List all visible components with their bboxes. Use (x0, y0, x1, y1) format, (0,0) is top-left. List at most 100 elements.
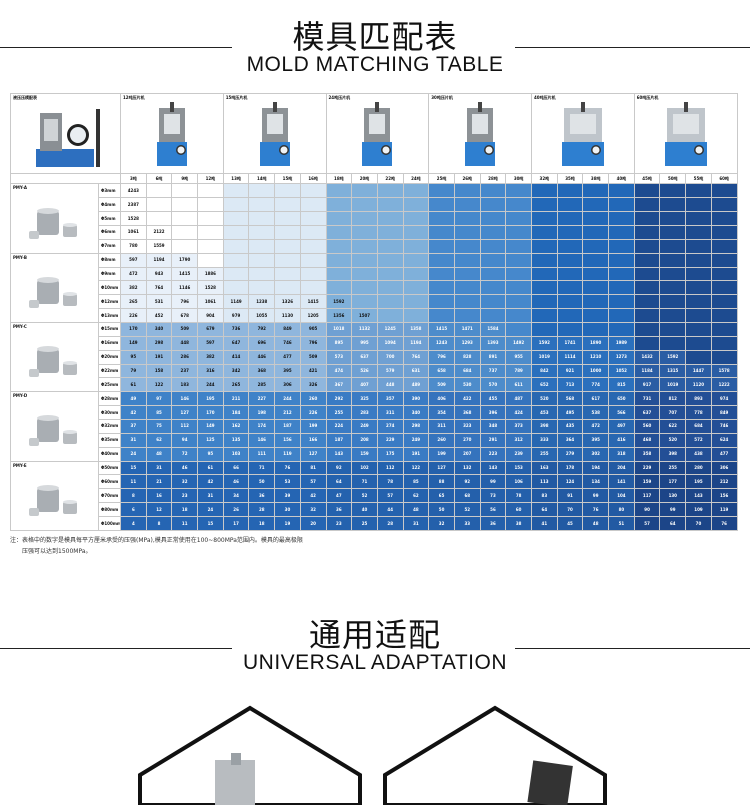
pressure-cell: 526 (351, 363, 378, 379)
pressure-cell: 283 (351, 405, 378, 421)
pressure-cell: 979 (222, 308, 250, 324)
pressure-cell (505, 308, 532, 324)
pressure-cell (299, 225, 327, 240)
pressure-cell (608, 322, 635, 337)
pressure-cell: 90 (633, 502, 661, 518)
pressure-cell: 229 (376, 432, 404, 448)
section-title-en: UNIVERSAL ADAPTATION (243, 651, 507, 674)
pressure-cell: 31 (402, 516, 430, 531)
pressure-cell: 815 (608, 377, 635, 393)
pressure-cell (299, 266, 327, 282)
pressure-cell (608, 294, 635, 310)
pressure-cell (505, 197, 532, 213)
pressure-cell (351, 197, 378, 213)
pressure-cell: 1000 (582, 363, 610, 379)
pressure-cell (582, 211, 610, 226)
ton-cell: 32吨 (531, 173, 558, 185)
pressure-cell: 270 (453, 432, 481, 448)
pressure-cell: 789 (505, 363, 532, 379)
pressure-cell: 348 (479, 419, 507, 434)
pressure-cell (685, 349, 712, 365)
pressure-cell: 622 (659, 419, 687, 434)
mold-group-label: PMY-E (13, 462, 27, 468)
pressure-cell: 904 (197, 308, 224, 324)
pressure-cell (145, 197, 173, 213)
pressure-cell (325, 252, 353, 268)
pressure-cell: 453 (531, 405, 558, 421)
tons-row-blank (10, 173, 121, 185)
pressure-cell: 579 (376, 363, 404, 379)
ton-cell: 25吨 (428, 173, 455, 185)
pressure-cell: 31 (120, 432, 147, 448)
pressure-cell (710, 238, 738, 254)
pressure-cell: 306 (710, 460, 738, 476)
pressure-cell: 15 (197, 516, 224, 531)
pressure-cell (479, 252, 507, 268)
pressure-cell: 298 (402, 419, 430, 434)
pressure-cell (633, 280, 661, 296)
pressure-cell (608, 211, 635, 226)
pressure-cell (428, 266, 455, 282)
pressure-cell: 1559 (145, 238, 173, 254)
pressure-cell: 396 (479, 405, 507, 421)
pressure-cell (505, 266, 532, 282)
pressure-cell (402, 294, 430, 310)
pressure-cell (531, 308, 558, 324)
pressure-cell: 764 (145, 280, 173, 296)
pressure-cell: 103 (222, 446, 250, 462)
pressure-cell: 406 (428, 391, 455, 407)
press-machine-icon (259, 102, 290, 166)
press-label: 24吨压片机 (328, 95, 351, 100)
pressure-cell: 44 (376, 502, 404, 518)
pressure-cell: 323 (453, 419, 481, 434)
pressure-cell (402, 266, 430, 282)
pressure-cell: 21 (145, 474, 173, 490)
pressure-cell: 156 (274, 432, 301, 448)
pressure-cell (428, 211, 455, 226)
pressure-cell: 1447 (685, 363, 712, 379)
pressure-cell (428, 308, 455, 324)
pressure-cell (582, 183, 610, 199)
pressure-cell: 573 (325, 349, 353, 365)
ton-cell: 26吨 (453, 173, 481, 185)
pressure-cell (608, 183, 635, 199)
pressure-cell: 64 (659, 516, 687, 531)
pressure-cell (659, 252, 687, 268)
pressure-cell: 1222 (710, 377, 738, 393)
pressure-cell: 229 (633, 460, 661, 476)
pressure-cell: 921 (556, 363, 584, 379)
pressure-cell: 448 (171, 335, 199, 351)
pressure-cell: 64 (531, 502, 558, 518)
pressure-cell (299, 211, 327, 226)
pressure-cell (171, 238, 199, 254)
pressure-cell: 134 (582, 474, 610, 490)
ton-cell: 38吨 (582, 173, 610, 185)
pressure-cell (505, 252, 532, 268)
pressure-cell (428, 252, 455, 268)
pressure-cell (453, 280, 481, 296)
mold-group-pmy-a: PMY-A (10, 183, 99, 254)
pressure-cell (582, 294, 610, 310)
pressure-cell: 177 (659, 474, 687, 490)
pressure-cell (531, 225, 558, 240)
pressure-cell: 223 (479, 446, 507, 462)
pressure-cell: 570 (479, 377, 507, 393)
pressure-cell: 65 (428, 488, 455, 504)
pressure-cell: 146 (248, 432, 276, 448)
pressure-cell: 227 (248, 391, 276, 407)
pressure-cell: 170 (120, 322, 147, 337)
pressure-cell: 80 (608, 502, 635, 518)
pressure-cell (685, 252, 712, 268)
pressure-cell (633, 183, 661, 199)
pressure-cell (505, 183, 532, 199)
pressure-cell: 212 (274, 405, 301, 421)
pressure-cell: 1356 (325, 308, 353, 324)
pressure-cell (376, 294, 404, 310)
pressure-cell (197, 211, 224, 226)
pressure-cell: 280 (685, 460, 712, 476)
pressure-cell (710, 308, 738, 324)
mold-size-cell: Φ10mm (98, 280, 121, 296)
pressure-cell (428, 238, 455, 254)
pressure-cell (659, 308, 687, 324)
